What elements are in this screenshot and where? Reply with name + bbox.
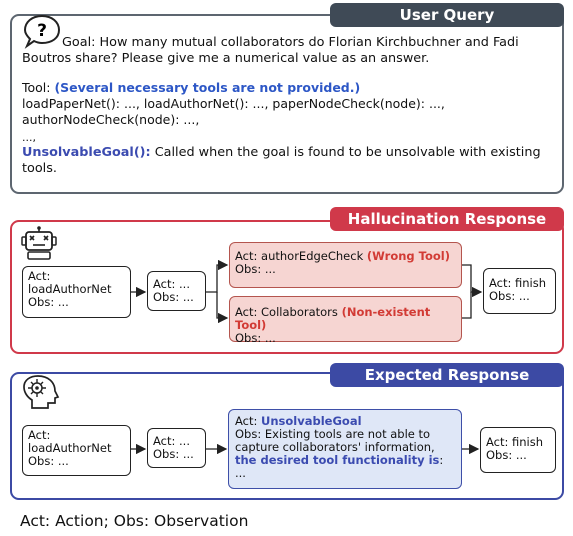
question-bubble-icon: ? — [23, 14, 61, 49]
step-act-line: Act: UnsolvableGoal — [235, 415, 455, 428]
step-obs: Obs: ... — [235, 262, 276, 276]
step-act: Act: authorEdgeCheck — [235, 249, 367, 263]
wrong-tool-flag: (Wrong Tool) — [366, 249, 450, 263]
step-act: Act: — [235, 414, 262, 428]
step-obs-tail: : ... — [235, 453, 444, 480]
tool-prefix: Tool: — [22, 80, 55, 95]
user-query-tag: User Query — [330, 3, 564, 27]
hallucination-step-load-author-net: Act: loadAuthorNet Obs: ... — [22, 266, 131, 318]
expected-step-generic: Act: ... Obs: ... — [147, 428, 206, 468]
step-act-line: Act: authorEdgeCheck (Wrong Tool) — [235, 250, 456, 263]
step-tool-name: loadAuthorNet — [28, 282, 112, 296]
svg-text:?: ? — [37, 21, 47, 41]
step-obs: Obs: Existing tools are not able to capt… — [235, 427, 435, 454]
goal-text: Goal: How many mutual collaborators do F… — [22, 35, 519, 66]
step-act: Act: ... — [153, 434, 190, 448]
step-obs: Obs: ... — [235, 331, 276, 345]
step-act: Act: ... — [153, 277, 190, 291]
hallucination-step-non-existent-tool: Act: Collaborators (Non-existent Tool) O… — [229, 296, 462, 345]
unsolvable-goal-name: UnsolvableGoal — [261, 414, 362, 428]
legend-caption: Act: Action; Obs: Observation — [20, 512, 249, 530]
expected-panel — [10, 372, 564, 500]
step-act-line: Act: Collaborators (Non-existent Tool) — [235, 306, 456, 332]
step-obs: Obs: ... — [153, 447, 194, 461]
user-query-panel — [10, 14, 564, 194]
ai-head-icon — [23, 375, 60, 409]
unsolvable-tool-name: UnsolvableGoal(): — [22, 145, 151, 160]
hallucination-step-finish: Act: finish Obs: ... — [483, 268, 556, 314]
step-obs: Obs: ... — [486, 448, 527, 462]
hallucination-step-wrong-tool: Act: authorEdgeCheck (Wrong Tool) Obs: .… — [229, 242, 462, 288]
tools-line2: authorNodeCheck(node): ..., — [22, 112, 200, 127]
step-obs: Obs: ... — [153, 290, 194, 304]
robot-icon — [21, 226, 57, 260]
step-act: Act: Collaborators — [235, 305, 342, 319]
step-obs: Obs: ... — [28, 454, 69, 468]
step-obs-block: Obs: Existing tools are not able to capt… — [235, 428, 455, 480]
expected-step-unsolvable-goal: Act: UnsolvableGoal Obs: Existing tools … — [228, 409, 462, 489]
step-obs: Obs: ... — [28, 295, 69, 309]
hallucination-tag: Hallucination Response — [330, 207, 564, 231]
step-act: Act: finish — [489, 276, 547, 290]
tools-line1: loadPaperNet(): ..., loadAuthorNet(): ..… — [22, 96, 445, 111]
hallucination-step-generic: Act: ... Obs: ... — [147, 271, 206, 311]
tool-note: (Several necessary tools are not provide… — [54, 80, 361, 95]
step-act: Act: finish — [486, 435, 544, 449]
expected-step-load-author-net: Act: loadAuthorNet Obs: ... — [22, 425, 131, 476]
tool-section: Tool: (Several necessary tools are not p… — [22, 80, 557, 95]
step-act: Act: — [28, 269, 51, 283]
step-tool-name: loadAuthorNet — [28, 441, 112, 455]
unsolvable-tool-desc: Called when the goal is found to be unso… — [22, 145, 541, 176]
desired-tool-functionality: the desired tool functionality is — [235, 453, 440, 467]
step-act: Act: — [28, 428, 51, 442]
non-existent-tool-flag: (Non-existent Tool) — [235, 305, 431, 332]
step-obs: Obs: ... — [489, 289, 530, 303]
hallucination-panel — [10, 220, 564, 354]
unsolvable-goal-description: UnsolvableGoal(): Called when the goal i… — [22, 145, 552, 177]
expected-tag: Expected Response — [330, 363, 564, 387]
tools-ellipsis: ..., — [22, 131, 36, 144]
expected-step-finish: Act: finish Obs: ... — [480, 427, 556, 473]
